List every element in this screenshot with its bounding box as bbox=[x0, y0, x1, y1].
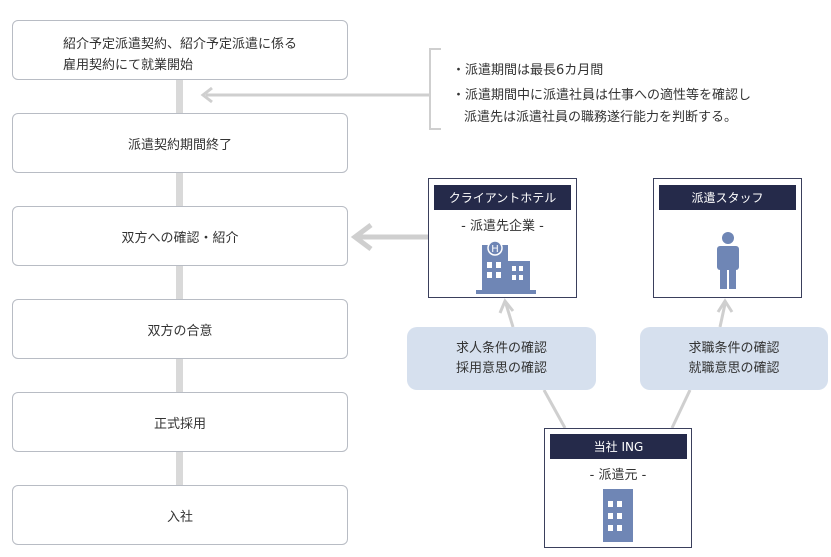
note-text: ・派遣期間中に派遣社員は仕事への適性等を確認し bbox=[452, 88, 752, 103]
client-check-bubble: 求人条件の確認 採用意思の確認 bbox=[407, 327, 596, 390]
notes-bracket bbox=[429, 48, 441, 130]
bubble-text: 就職意思の確認 bbox=[688, 360, 780, 376]
step-text-line: 雇用契約にて就業開始 bbox=[63, 58, 194, 73]
client-to-step-arrow bbox=[350, 223, 428, 251]
step-agreement: 双方の合意 bbox=[12, 299, 348, 359]
step-mutual-check: 双方への確認・紹介 bbox=[12, 206, 348, 266]
note-item: ・派遣期間は最長6カ月間 bbox=[452, 60, 751, 82]
step-label: 双方への確認・紹介 bbox=[121, 230, 239, 246]
card-title: 当社 ING bbox=[550, 434, 687, 459]
card-subtitle: - 派遣元 - bbox=[589, 468, 647, 483]
svg-text:H: H bbox=[491, 244, 499, 255]
notes-arrow bbox=[200, 86, 429, 104]
company-to-client-connector bbox=[498, 298, 567, 429]
note-item: ・派遣期間中に派遣社員は仕事への適性等を確認し 派遣先は派遣社員の職務遂行能力を… bbox=[452, 85, 751, 129]
card-title: クライアントホテル bbox=[434, 185, 571, 210]
step-formal-hire: 正式採用 bbox=[12, 392, 348, 452]
step-start-employment: 紹介予定派遣契約、紹介予定派遣に係る 雇用契約にて就業開始 bbox=[12, 20, 348, 80]
bubble-text: 求職条件の確認 bbox=[688, 340, 780, 356]
card-title: 派遣スタッフ bbox=[659, 185, 796, 210]
note-text: ・派遣期間は最長6カ月間 bbox=[452, 63, 604, 78]
company-card: 当社 ING - 派遣元 - bbox=[544, 428, 692, 548]
step-text-line: 紹介予定派遣契約、紹介予定派遣に係る bbox=[63, 37, 298, 52]
bubble-text: 求人条件の確認 bbox=[455, 340, 547, 356]
staff-card: 派遣スタッフ bbox=[653, 178, 802, 298]
bubble-text: 採用意思の確認 bbox=[455, 360, 547, 376]
note-text: 派遣先は派遣社員の職務遂行能力を判断する。 bbox=[464, 110, 738, 125]
flow-spine bbox=[176, 70, 183, 490]
card-subtitle: - 派遣先企業 - bbox=[461, 219, 544, 234]
client-hotel-card: クライアントホテル - 派遣先企業 - H bbox=[428, 178, 577, 298]
staff-check-bubble: 求職条件の確認 就職意思の確認 bbox=[640, 327, 828, 390]
office-building-icon bbox=[603, 489, 633, 542]
hotel-building-icon: H bbox=[476, 240, 536, 294]
step-label: 派遣契約期間終了 bbox=[127, 137, 232, 153]
step-contract-end: 派遣契約期間終了 bbox=[12, 113, 348, 173]
person-icon bbox=[717, 232, 739, 289]
step-label: 入社 bbox=[166, 509, 193, 525]
company-to-staff-connector bbox=[670, 298, 734, 429]
step-label: 正式採用 bbox=[153, 416, 206, 432]
step-label: 双方の合意 bbox=[147, 323, 213, 339]
step-join-company: 入社 bbox=[12, 485, 348, 545]
notes-panel: ・派遣期間は最長6カ月間 ・派遣期間中に派遣社員は仕事への適性等を確認し 派遣先… bbox=[452, 60, 751, 132]
